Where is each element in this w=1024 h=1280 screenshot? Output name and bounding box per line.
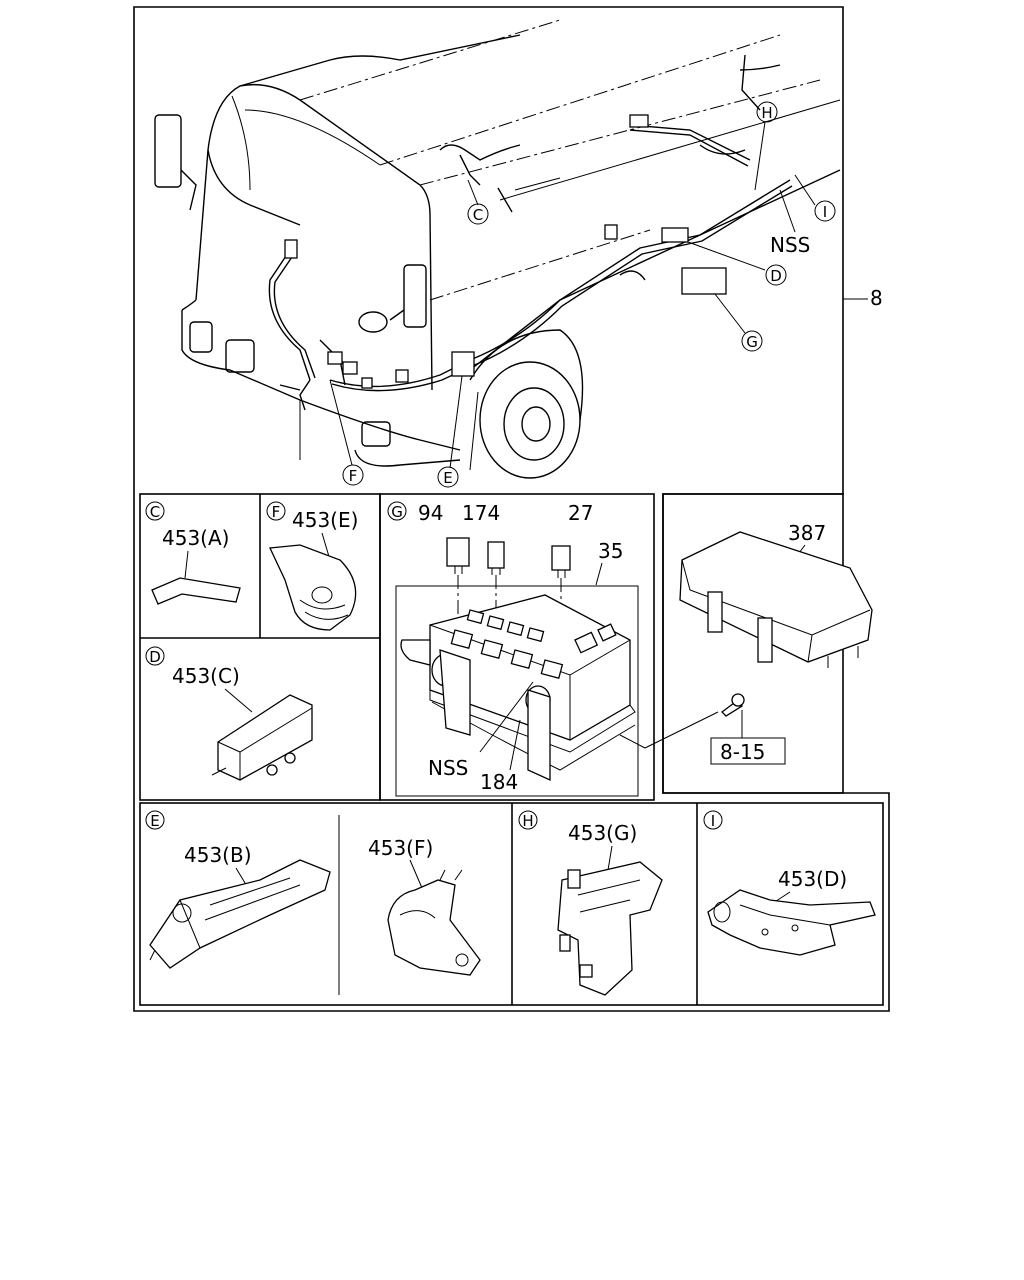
part-174: 174 <box>462 501 500 525</box>
panel-f: F 453(E) <box>266 501 358 631</box>
callout-d: D <box>770 267 782 285</box>
part-27: 27 <box>568 501 593 525</box>
relay-94 <box>446 537 470 567</box>
callout-d-circle <box>765 264 787 286</box>
callout-c-circle <box>467 203 489 225</box>
label-nss-main: NSS <box>770 233 810 257</box>
protector-453g <box>557 861 663 996</box>
panel-g: G 94 174 27 35 <box>387 501 639 797</box>
panel-d-letter: D <box>149 648 161 666</box>
protector-453f <box>387 879 481 976</box>
panel-i-part: 453(D) <box>778 867 847 891</box>
panel-e-letter: E <box>150 812 159 830</box>
callout-g: G <box>746 333 758 351</box>
panel-h-letter: H <box>522 812 533 830</box>
panel-i: I 453(D) <box>703 810 876 956</box>
panel-cover: 387 8-15 <box>619 521 873 765</box>
callout-f: F <box>349 467 358 485</box>
panel-e: E 453(B) 453(F) <box>145 810 481 976</box>
panel-f-letter: F <box>272 503 281 521</box>
main-view-callouts: C H I NSS D G F E <box>329 101 836 488</box>
protector-453c <box>217 694 313 781</box>
relay-block-184 <box>400 594 636 782</box>
protector-453e <box>269 544 357 631</box>
panel-c: C 453(A) <box>145 501 241 605</box>
ref-8-15: 8-15 <box>720 740 765 764</box>
detail-panel-frames <box>139 493 884 1006</box>
panel-c-part: 453(A) <box>162 526 229 550</box>
panel-h-part: 453(G) <box>568 821 637 845</box>
panel-i-letter: I <box>711 812 715 830</box>
callout-h: H <box>761 104 772 122</box>
panel-f-part: 453(E) <box>292 508 358 532</box>
callout-e-circle <box>437 466 459 488</box>
callout-f-circle <box>342 464 364 486</box>
callout-i-circle <box>814 200 836 222</box>
panel-e-part-b: 453(B) <box>184 843 252 867</box>
fuse-27 <box>551 545 571 571</box>
callout-h-circle <box>756 101 778 123</box>
assembly-number: 8 <box>870 286 883 310</box>
panel-d: D 453(C) <box>145 646 313 781</box>
part-184: 184 <box>480 770 518 794</box>
panel-c-letter: C <box>150 503 160 521</box>
protector-453b <box>149 859 331 969</box>
callout-e: E <box>443 469 452 487</box>
callout-g-circle <box>741 330 763 352</box>
cover-latch-left <box>707 591 723 633</box>
ref-box <box>710 737 786 765</box>
panel-d-part: 453(C) <box>172 664 240 688</box>
panel-h: H 453(G) <box>518 810 663 996</box>
cover-latch-right <box>757 617 773 663</box>
callout-c: C <box>473 206 483 224</box>
part-94: 94 <box>418 501 443 525</box>
part-387: 387 <box>788 521 826 545</box>
panel-g-letter: G <box>391 503 403 521</box>
protector-453a <box>151 577 241 605</box>
label-nss-panel-g: NSS <box>428 756 468 780</box>
part-35: 35 <box>598 539 623 563</box>
truck-cab-drawing <box>154 19 841 479</box>
panel-e-part-f: 453(F) <box>368 836 433 860</box>
callout-i: I <box>823 203 827 221</box>
harness-routing <box>268 54 793 411</box>
relay-174 <box>487 541 505 569</box>
protector-453d <box>707 889 876 956</box>
